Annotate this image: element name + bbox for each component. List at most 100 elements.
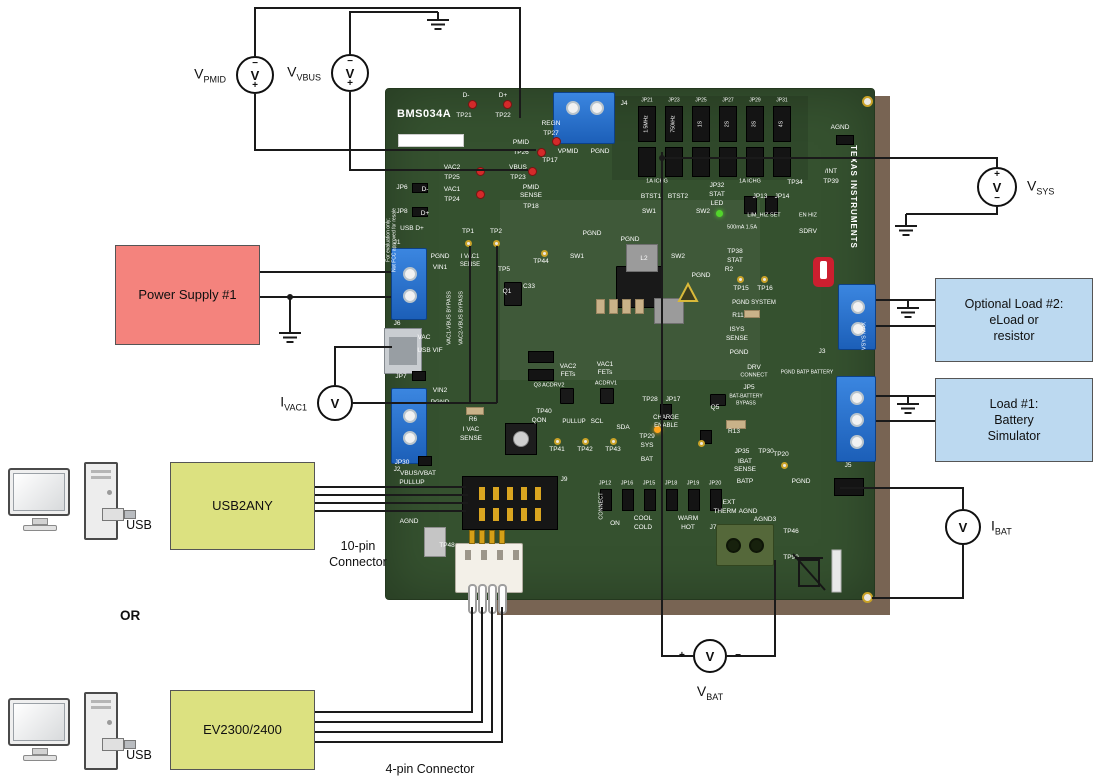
jumper-header [412, 371, 426, 381]
board-label: TP18 [523, 202, 539, 210]
board-label: ACDRV1 [594, 380, 618, 387]
board-label: J4 [620, 99, 628, 107]
jumper-header [836, 135, 854, 145]
board-label: TP16 [757, 284, 773, 292]
computer-usb-tip-icon [124, 510, 136, 519]
wire-24 [315, 607, 473, 713]
ten-pin-line-2: Connector [329, 555, 387, 570]
ev2300-label: EV2300/2400 [203, 721, 282, 737]
cable-stub [477, 584, 487, 614]
board-label: JP25 [695, 97, 707, 104]
terminal-hole [403, 289, 417, 303]
terminal-hole [850, 391, 864, 405]
usb-connector [384, 328, 422, 374]
optional-load-2-box: Optional Load #2: eLoad or resistor [935, 278, 1093, 362]
capacitor [635, 299, 644, 314]
test-point [553, 437, 561, 445]
test-point [697, 439, 705, 447]
board-label: JP21 [641, 97, 653, 104]
test-point-red [502, 99, 512, 109]
test-point-red [527, 166, 537, 176]
battery-terminal-block [716, 524, 774, 566]
board-label: EN HIZ [798, 212, 818, 219]
board-label: TP48 [439, 541, 455, 549]
usb-label: USB [126, 748, 152, 762]
terminal-hole [749, 538, 764, 553]
board-label: BTST1 [640, 192, 662, 200]
jumper-header [528, 369, 554, 381]
terminal-hole [403, 409, 417, 423]
board-label: THERM [713, 507, 737, 515]
board-label: 500mA 1.5A [727, 224, 757, 231]
button-cap [513, 431, 529, 447]
board-label: AGND3 [753, 515, 777, 523]
board-label: STAT [727, 256, 743, 264]
board-label: VBUS [509, 163, 527, 171]
board-label: TP28 [642, 395, 658, 403]
connector-pin [479, 530, 485, 544]
board-label: I VAC1 [460, 254, 480, 260]
board-label: SDA [616, 423, 630, 431]
board-label: R13 [728, 427, 740, 435]
board-label: USB VIF [417, 346, 443, 354]
test-point [464, 239, 472, 247]
test-point [540, 249, 548, 257]
led-indicator [715, 209, 723, 217]
board-label: SW1 [569, 252, 585, 260]
usb-connector-opening [389, 337, 417, 365]
board-label: R6 [468, 415, 478, 423]
board-label: AGND [830, 123, 850, 131]
meter-sign: + [252, 80, 258, 91]
board-label: BYPASS [736, 400, 756, 407]
board-label: D- [462, 91, 470, 99]
board-label: J9 [560, 475, 568, 483]
board-label: ISYS [729, 325, 745, 333]
board-label: R2 [724, 265, 734, 273]
board-label: ENABLE [654, 423, 678, 429]
meter-sign: − [252, 58, 258, 69]
power-supply-box: Power Supply #1 [115, 245, 260, 345]
board-label: TP1 [462, 227, 474, 235]
board-label: ON [610, 519, 620, 527]
connector-pin [499, 530, 505, 544]
board-label: PMID [522, 183, 540, 191]
board-label-vertical: VAC1-VBUS BYPASS [446, 291, 453, 345]
board-label: TP41 [549, 445, 565, 453]
board-name: BMS034A [397, 108, 452, 120]
board-label: /INT [824, 167, 838, 175]
computer-tower [84, 692, 118, 770]
board-label: AGND [399, 517, 419, 525]
meter-sign: − [994, 193, 1000, 204]
board-label: COLD [633, 523, 653, 531]
board-label: D+ [498, 91, 508, 99]
header-pin [493, 487, 499, 500]
terminal-hole [403, 267, 417, 281]
board-label: HOT [681, 523, 695, 531]
board-label: SYS [640, 441, 654, 449]
board-label: JP31 [776, 97, 788, 104]
board-label: JP14 [774, 192, 790, 200]
computer-base [23, 525, 57, 531]
terminal-hole [590, 101, 604, 115]
jumper-header [746, 147, 764, 177]
board-label: TP25 [444, 173, 460, 181]
board-label: EXT [722, 498, 736, 506]
jumper-header [665, 106, 683, 142]
board-label: TP20 [773, 450, 789, 458]
board-label: JP8 [396, 207, 408, 215]
jumper-header [692, 147, 710, 177]
computer-neck [32, 748, 48, 755]
meter-sign: + [679, 650, 685, 661]
load2-line-1: Optional Load #2: [964, 296, 1064, 311]
board-label: JP35 [734, 447, 750, 455]
terminal-hole [851, 300, 865, 314]
capacitor [622, 299, 631, 314]
board-label: JP32 [709, 181, 725, 189]
meter-v-sys: V+− [977, 167, 1017, 207]
board-label: REGN [541, 119, 561, 127]
inductor [626, 244, 658, 272]
board-label: Q3 ACDRV2 [533, 382, 565, 389]
wire-27 [315, 607, 503, 743]
ten-pin-line-1: 10-pin [340, 539, 376, 553]
board-label: JP27 [722, 97, 734, 104]
